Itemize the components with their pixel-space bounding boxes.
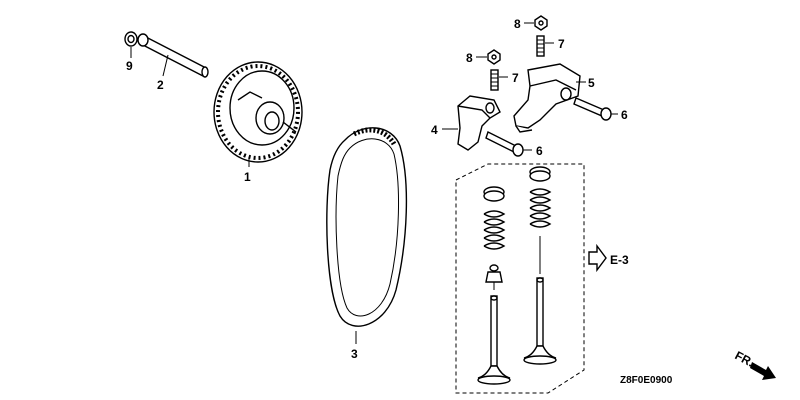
pivot-bolt-part — [573, 97, 612, 121]
valve-retainer-part — [483, 186, 505, 202]
adjusting-screw-part — [536, 35, 545, 57]
exhaust-valve-part — [477, 295, 511, 385]
nut-part — [534, 15, 548, 31]
callout-4: 4 — [431, 123, 438, 137]
callout-3: 3 — [351, 347, 358, 361]
adjusting-screw-part — [490, 69, 499, 91]
callout-8-upper: 8 — [514, 17, 521, 31]
callout-5: 5 — [588, 76, 595, 90]
rocker-arm-part — [513, 63, 581, 133]
callout-8-lower: 8 — [466, 51, 473, 65]
callout-1: 1 — [244, 170, 251, 184]
reference-arrow-icon — [588, 243, 607, 273]
cam-pulley-part — [213, 61, 303, 163]
valve-stem-seal-part — [485, 264, 503, 283]
valve-spring-part — [483, 210, 506, 250]
front-marker: FR. — [733, 348, 776, 380]
valve-kit-outline — [455, 163, 585, 394]
rocker-arm-part — [457, 95, 501, 151]
intake-valve-part — [523, 277, 557, 365]
pivot-bolt-part — [485, 131, 524, 157]
callout-7-upper: 7 — [558, 37, 565, 51]
callout-6-lower: 6 — [536, 144, 543, 158]
reference-label: E-3 — [610, 253, 629, 267]
valve-spring-part — [529, 188, 552, 228]
front-arrow-icon — [750, 362, 776, 380]
callout-6-upper: 6 — [621, 108, 628, 122]
washer-part — [124, 31, 138, 47]
callout-9: 9 — [126, 59, 133, 73]
timing-belt-part — [326, 127, 408, 327]
cam-shaft-part — [137, 33, 209, 78]
callout-2: 2 — [157, 78, 164, 92]
callout-7-lower: 7 — [512, 71, 519, 85]
valve-retainer-part — [529, 166, 551, 182]
diagram-code: Z8F0E0900 — [620, 375, 673, 386]
nut-part — [487, 49, 501, 65]
